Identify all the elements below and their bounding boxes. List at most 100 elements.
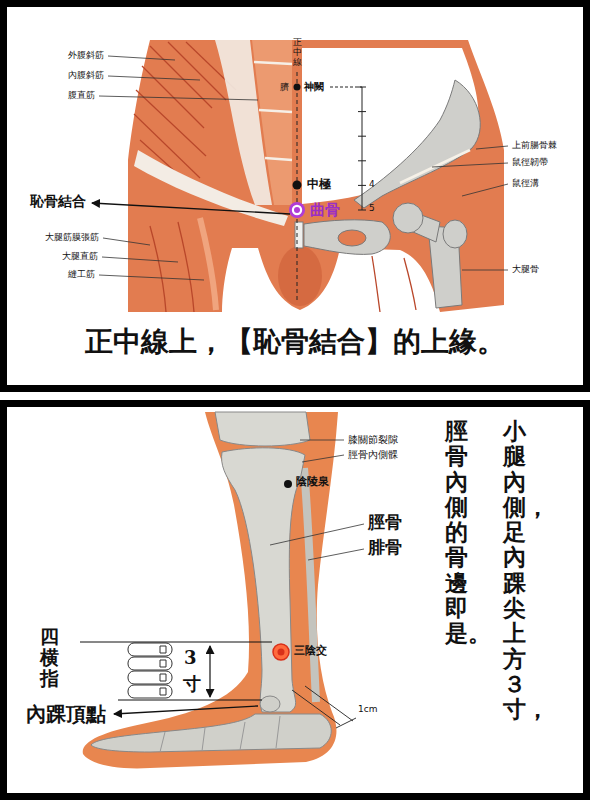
scale-number: 4 xyxy=(369,179,375,189)
femur-head xyxy=(393,203,423,233)
landmark-label: 內踝頂點 xyxy=(26,703,106,726)
muscle-edge xyxy=(178,222,194,312)
foot-bones xyxy=(91,714,331,752)
leader-lines xyxy=(99,56,508,280)
bone-label: 上前腸骨棘 xyxy=(512,140,557,150)
muscle-fiber xyxy=(168,42,226,100)
leader-line xyxy=(270,524,364,545)
thigh-muscles xyxy=(150,218,416,312)
caption-text: 正中線上，【恥骨結合】的上緣。 xyxy=(85,326,505,358)
leg-flesh xyxy=(83,412,338,768)
femur-condyle xyxy=(215,412,310,446)
bone-label: 脛骨內側髁 xyxy=(348,449,398,461)
dimension-arrow xyxy=(209,646,210,697)
rectus-muscle xyxy=(252,40,292,205)
tendon-line xyxy=(254,62,292,64)
note-column: 脛骨內側的骨邊即是。 xyxy=(445,418,468,646)
measure-lines xyxy=(80,642,272,700)
acupoint-name: 神闕 xyxy=(304,81,324,93)
muscle-edge xyxy=(404,258,416,310)
measure-number: 3 xyxy=(184,648,197,669)
scale-leader xyxy=(330,87,362,88)
abdomen-illustration xyxy=(92,40,508,312)
pelvis-bones xyxy=(295,80,480,308)
note-column: 小腿內側，足內踝尖上方３寸， xyxy=(503,418,526,722)
foot-joints xyxy=(160,716,280,752)
finger xyxy=(128,685,172,698)
bone-label: 腓骨 xyxy=(368,538,402,558)
muscle-label: 外腹斜筋 xyxy=(68,50,104,60)
leader-line xyxy=(300,440,344,441)
leader-line xyxy=(462,184,508,196)
pubic-symphysis xyxy=(295,222,303,248)
acupoint-ring xyxy=(278,649,285,656)
bone-label: 脛骨 xyxy=(368,513,402,533)
offset-dimension xyxy=(292,686,356,728)
dimension-line xyxy=(292,690,340,725)
acupoint-ring xyxy=(273,644,289,660)
iliac-wing xyxy=(354,80,480,208)
dimension-label: 1cm xyxy=(358,704,377,714)
muscle-edge xyxy=(372,256,380,312)
level-line xyxy=(118,700,262,701)
acupoint-name: 中極 xyxy=(307,178,331,192)
leader-line xyxy=(108,76,200,80)
acupoint-name: 三陰交 xyxy=(294,645,327,658)
level-line xyxy=(80,642,272,643)
tendon-line xyxy=(265,158,292,160)
muscle-label: 大腿筋膜張筋 xyxy=(45,232,99,242)
measure-unit: 寸 xyxy=(183,674,201,695)
measure-scale xyxy=(330,87,366,210)
leader-line xyxy=(462,270,508,271)
ligament-label: 鼠徑韌帶 xyxy=(512,157,548,167)
scale-ticks xyxy=(358,87,366,210)
acupoint-name: 曲骨 xyxy=(310,202,340,219)
acupoint-dot xyxy=(284,480,292,488)
muscle-edge xyxy=(150,226,166,312)
acupoint-ring xyxy=(292,205,302,215)
muscle-label: 內腹斜筋 xyxy=(68,70,104,80)
tendinous-intersections xyxy=(254,62,292,160)
leg-illustration xyxy=(80,412,364,768)
groove-label: 鼠徑溝 xyxy=(512,178,539,188)
bone-label: 大腿骨 xyxy=(512,264,539,274)
leader-line xyxy=(432,163,508,167)
leader-line xyxy=(308,549,364,560)
leader-line xyxy=(108,56,175,60)
acupoint-ring xyxy=(294,207,300,213)
medial-malleolus xyxy=(260,696,280,712)
acupoint-dot xyxy=(294,84,301,91)
scale-line xyxy=(362,87,363,210)
leader-line xyxy=(102,257,178,262)
sartorius-band xyxy=(200,218,216,310)
panel-frame: 小腿內側，足內踝尖上方３寸， 脛骨內側的骨邊即是。 xyxy=(0,400,590,800)
acupoint-dot xyxy=(293,181,302,190)
finger xyxy=(128,643,172,656)
dimension-tick xyxy=(336,718,356,728)
finger-nails xyxy=(160,646,166,695)
leader-line xyxy=(302,455,344,462)
joint-label: 膝關節裂隙 xyxy=(348,434,398,446)
pubic-bone xyxy=(304,220,390,255)
leader-line xyxy=(476,146,508,149)
acupoint-ring xyxy=(289,202,305,218)
leader-line xyxy=(99,275,204,280)
fibula-bone xyxy=(304,468,316,702)
leader-line xyxy=(103,238,150,245)
leader-line xyxy=(99,96,258,100)
genital-region xyxy=(278,246,322,306)
muscle-label: 縫工筋 xyxy=(68,269,95,279)
dimension-line xyxy=(305,686,353,721)
landmark-label: 臍 xyxy=(280,82,289,92)
pointer-arrow xyxy=(92,203,290,214)
landmark-label: 恥骨結合 xyxy=(30,193,86,209)
obturator-foramen xyxy=(338,230,366,246)
greater-trochanter xyxy=(443,220,467,248)
finger xyxy=(128,657,172,670)
muscle-label: 腹直筋 xyxy=(68,90,95,100)
midline-label: 正中線 xyxy=(293,38,302,68)
finger-width-label: 四横指 xyxy=(40,626,59,689)
inguinal-band xyxy=(134,150,288,226)
scale-number: 5 xyxy=(369,203,375,213)
